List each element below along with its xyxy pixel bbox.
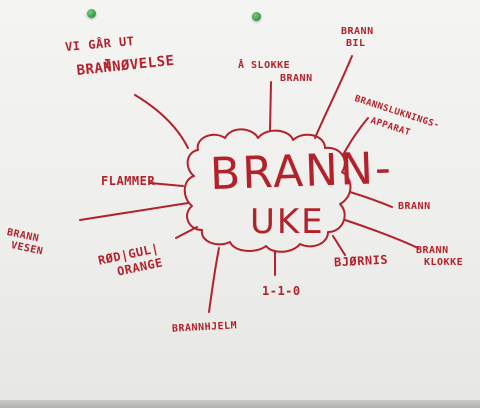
line-brann-bil (314, 55, 353, 139)
line-flammer (149, 182, 184, 187)
label-bjornis: BJØRNIS (333, 252, 389, 270)
center-title-line1: BRANN- (209, 142, 394, 201)
line-brannslukning (342, 117, 369, 156)
center-cloud-outline (183, 128, 352, 253)
label-brann-klokke-2: KLOKKE (424, 257, 464, 268)
label-flammer: FLAMMER (101, 174, 156, 188)
label-brann-klokke-1: BRANN (416, 245, 449, 256)
whiteboard-bottom-edge (0, 400, 480, 408)
center-title-line2: UKE (250, 202, 325, 242)
label-brann-right: BRANN (398, 201, 431, 212)
green-pin-left (87, 9, 96, 18)
label-1-1-0: 1-1-0 (262, 284, 301, 298)
label-a-slokke: Å SLOKKE (238, 60, 291, 71)
line-brannvesen (79, 202, 189, 221)
line-bjornis (332, 235, 346, 256)
line-brannhjelm (208, 247, 220, 313)
label-brann-bil-2: BIL (346, 38, 366, 49)
label-i: I (104, 57, 112, 71)
line-a-slokke (269, 81, 272, 132)
line-rod-gul (175, 226, 198, 239)
line-brann-right (349, 191, 393, 208)
green-pin-right (252, 12, 261, 21)
line-brann-klokke (344, 219, 419, 249)
label-brann-bil-1: BRANN (341, 26, 374, 37)
label-a-slokke-brann: BRANN (280, 73, 313, 84)
line-vi-gar-ut (134, 94, 189, 149)
